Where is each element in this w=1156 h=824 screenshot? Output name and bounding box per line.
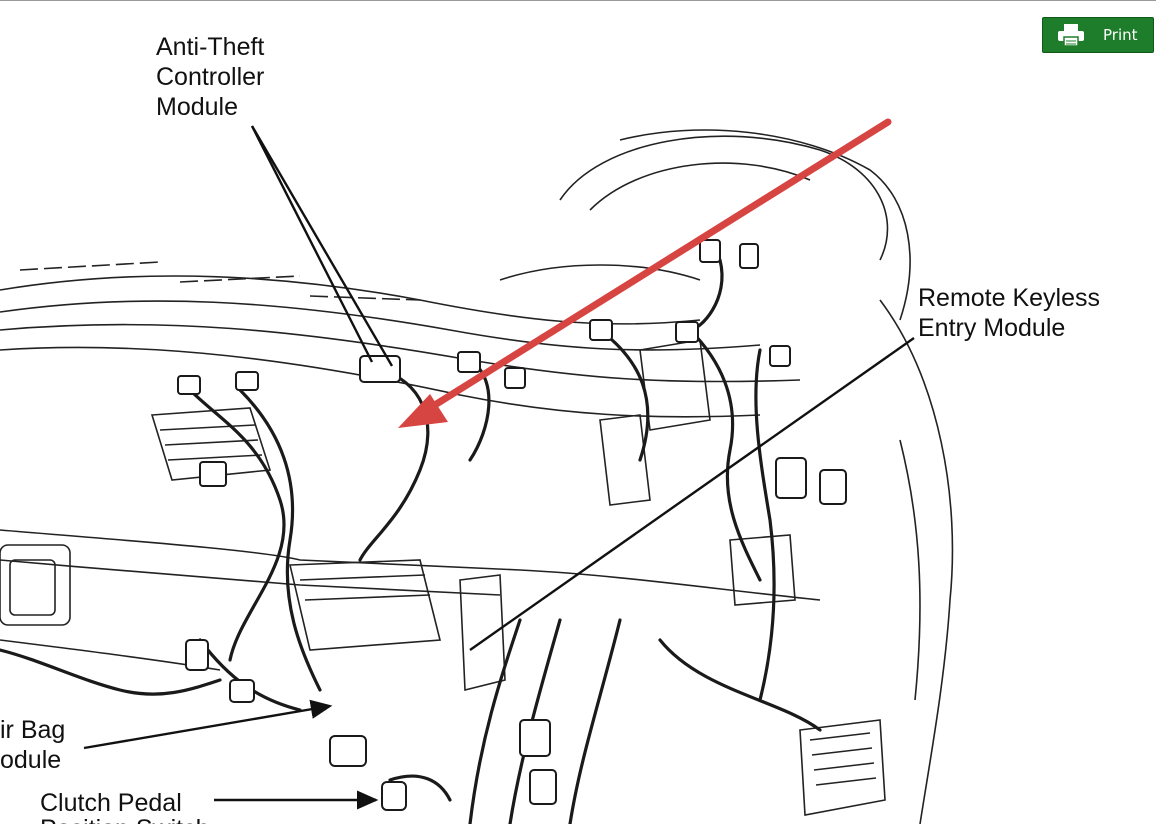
dashboard-outline xyxy=(0,129,954,824)
label-air-bag-module: ir Bag odule xyxy=(0,716,66,774)
anti-theft-leader-b xyxy=(250,125,394,367)
top-divider xyxy=(0,0,1156,1)
connectors xyxy=(177,239,847,811)
airbag-leader xyxy=(83,699,333,750)
red-annotation-arrow xyxy=(398,118,892,428)
wire-harness xyxy=(0,258,822,824)
label-remote-keyless-entry-module: Remote Keyless Entry Module xyxy=(918,284,1101,342)
print-button[interactable]: Print xyxy=(1042,17,1154,53)
printer-icon xyxy=(1057,23,1085,47)
leader-lines xyxy=(83,125,915,810)
label-clutch-position-switch-cut: Position Switch xyxy=(40,814,210,824)
keyless-leader xyxy=(469,337,915,651)
label-clutch-pedal: Clutch Pedal xyxy=(40,789,182,817)
label-anti-theft-controller-module: Anti-Theft Controller Module xyxy=(156,33,265,121)
print-button-label: Print xyxy=(1103,26,1138,44)
anti-theft-leader-a xyxy=(250,125,374,363)
